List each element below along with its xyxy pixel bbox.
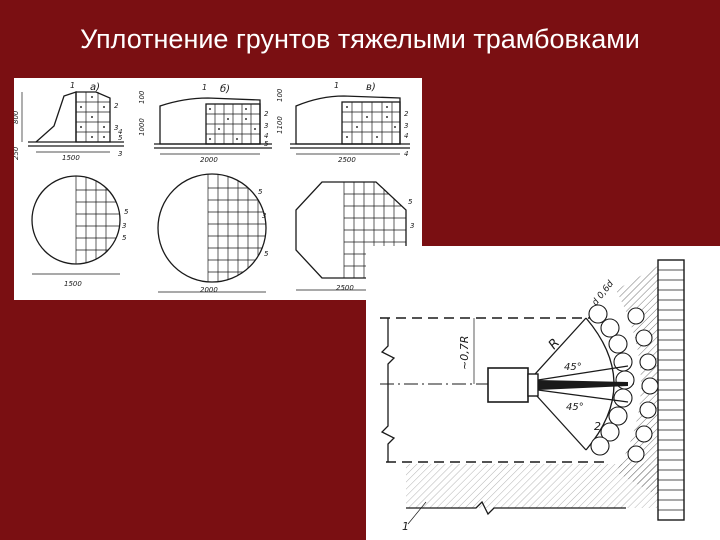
svg-text:в): в) bbox=[366, 82, 376, 93]
radius-label: R bbox=[546, 336, 563, 353]
svg-text:3: 3 bbox=[262, 212, 266, 220]
svg-text:4: 4 bbox=[118, 128, 122, 136]
offset-label: ~0,7R bbox=[458, 336, 471, 370]
svg-text:100: 100 bbox=[276, 88, 284, 102]
svg-text:1: 1 bbox=[70, 81, 75, 90]
section-a: а) 1 800 250 1500 2 3 4 5 3 bbox=[14, 81, 124, 162]
svg-text:2: 2 bbox=[114, 102, 119, 110]
plan-a: 1500 5 3 5 bbox=[31, 175, 129, 288]
crane-machine bbox=[487, 365, 629, 403]
tamping-scheme-drawing: ~0,7R R 45° 45° d 0,6d 2 1 bbox=[366, 246, 720, 540]
svg-text:3: 3 bbox=[114, 124, 118, 132]
angle-lower-label: 45° bbox=[566, 402, 584, 413]
svg-text:4: 4 bbox=[404, 150, 408, 158]
wall bbox=[657, 259, 685, 521]
svg-text:5: 5 bbox=[122, 234, 127, 242]
svg-text:100: 100 bbox=[138, 90, 146, 104]
svg-text:2000: 2000 bbox=[200, 156, 218, 164]
svg-text:2: 2 bbox=[264, 110, 269, 118]
callout-2: 2 bbox=[594, 420, 601, 433]
slide-title: Уплотнение грунтов тяжелыми трамбовками bbox=[80, 24, 640, 54]
section-c: в) 1 100 1100 2500 2 3 4 4 bbox=[276, 81, 410, 164]
variant-a-label: а) bbox=[90, 82, 100, 93]
dim-label: d 0,6d bbox=[590, 279, 616, 308]
svg-text:б): б) bbox=[220, 83, 230, 95]
svg-text:3: 3 bbox=[118, 150, 122, 158]
svg-text:1500: 1500 bbox=[62, 154, 80, 162]
svg-text:1500: 1500 bbox=[64, 280, 82, 288]
svg-text:5: 5 bbox=[258, 188, 263, 196]
svg-text:2500: 2500 bbox=[338, 156, 356, 164]
svg-text:3: 3 bbox=[404, 122, 408, 130]
svg-text:2000: 2000 bbox=[200, 286, 218, 294]
svg-text:5: 5 bbox=[264, 250, 269, 258]
svg-text:1: 1 bbox=[202, 83, 207, 92]
angle-upper-label: 45° bbox=[564, 362, 582, 373]
svg-text:1000: 1000 bbox=[138, 118, 146, 136]
svg-text:4: 4 bbox=[404, 132, 408, 140]
svg-text:3: 3 bbox=[264, 122, 268, 130]
svg-text:5: 5 bbox=[124, 208, 129, 216]
svg-text:250: 250 bbox=[14, 146, 20, 160]
svg-text:5: 5 bbox=[118, 134, 123, 142]
svg-text:2500: 2500 bbox=[336, 284, 354, 292]
svg-text:5: 5 bbox=[264, 140, 269, 148]
svg-text:800: 800 bbox=[14, 110, 20, 124]
svg-text:1: 1 bbox=[334, 81, 339, 90]
callout-1: 1 bbox=[402, 520, 409, 533]
svg-text:3: 3 bbox=[122, 222, 126, 230]
svg-text:4: 4 bbox=[264, 132, 268, 140]
tamper-designs-drawing: а) 1 800 250 1500 2 3 4 5 3 б) 1 bbox=[14, 78, 422, 300]
section-b: б) 1 100 1000 2000 2 3 4 5 bbox=[138, 83, 272, 164]
plan-b: 2000 5 3 5 bbox=[157, 173, 269, 294]
svg-text:2: 2 bbox=[404, 110, 409, 118]
svg-text:3: 3 bbox=[410, 222, 414, 230]
svg-text:1100: 1100 bbox=[276, 116, 284, 134]
svg-text:5: 5 bbox=[408, 198, 413, 206]
